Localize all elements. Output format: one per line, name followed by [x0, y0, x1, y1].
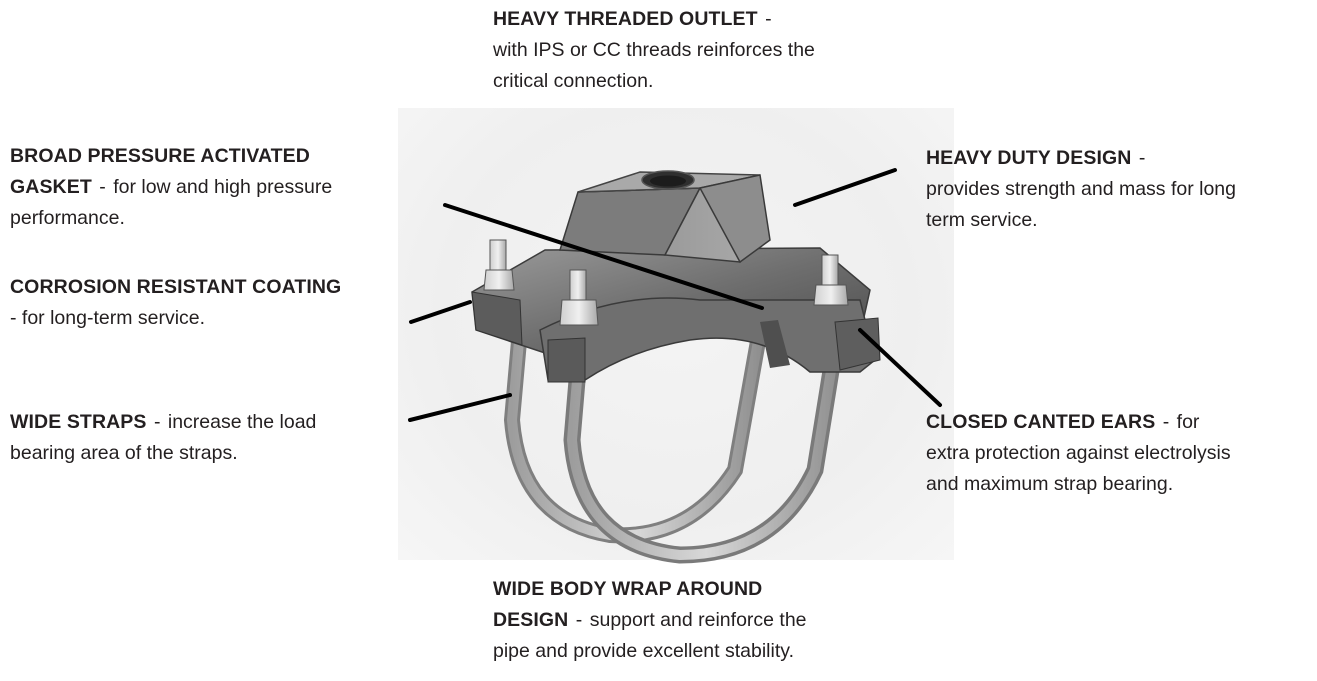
- leader-design: [793, 168, 897, 207]
- callout-separator: -: [1133, 147, 1146, 169]
- callout-text: extra protection against electrolysis: [926, 442, 1231, 464]
- callout-wide-body-wrap: WIDE BODY WRAP AROUND DESIGN - support a…: [493, 574, 923, 667]
- callout-canted-ears: CLOSED CANTED EARS - for extra protectio…: [926, 407, 1316, 500]
- callout-heading: HEAVY DUTY DESIGN: [926, 147, 1132, 169]
- threaded-outlet-boss: [558, 170, 771, 264]
- callout-text: with IPS or CC threads reinforces the: [493, 39, 815, 61]
- callout-heading: CORROSION RESISTANT COATING: [10, 276, 342, 298]
- bolt-rear-right: [813, 254, 849, 306]
- callout-separator: -: [759, 8, 772, 30]
- callout-heading: BROAD PRESSURE ACTIVATED: [10, 145, 310, 167]
- callout-separator: -: [93, 176, 112, 198]
- callout-text: for low and high pressure: [113, 176, 333, 198]
- leader-ears: [858, 328, 942, 407]
- callout-coating: CORROSION RESISTANT COATING - for long-t…: [10, 272, 470, 334]
- callout-heading: DESIGN: [493, 609, 569, 631]
- callout-heading: WIDE STRAPS: [10, 411, 147, 433]
- callout-text: provides strength and mass for long: [926, 178, 1237, 200]
- callout-text: for long-term service.: [21, 307, 206, 329]
- callout-text: support and reinforce the: [589, 609, 807, 631]
- callout-threaded-outlet: HEAVY THREADED OUTLET - with IPS or CC t…: [493, 4, 923, 97]
- callout-separator: -: [148, 411, 166, 433]
- callout-separator: -: [570, 609, 588, 631]
- callout-heading: GASKET: [10, 176, 92, 198]
- callout-text: for: [1176, 411, 1200, 433]
- callout-wide-straps: WIDE STRAPS - increase the load bearing …: [10, 407, 420, 469]
- callout-heading: HEAVY THREADED OUTLET: [493, 8, 758, 30]
- callout-text: term service.: [926, 209, 1038, 231]
- bolt-rear-left: [483, 239, 515, 291]
- callout-separator: -: [1157, 411, 1175, 433]
- callout-text: increase the load: [167, 411, 317, 433]
- saddle-body: [471, 247, 881, 383]
- callout-text: bearing area of the straps.: [10, 442, 238, 464]
- leader-straps: [408, 393, 512, 422]
- callout-heavy-duty-design: HEAVY DUTY DESIGN - provides strength an…: [926, 143, 1316, 236]
- callout-text: pipe and provide excellent stability.: [493, 640, 794, 662]
- leader-gasket: [443, 203, 764, 310]
- callout-text: critical connection.: [493, 70, 654, 92]
- callout-text: and maximum strap bearing.: [926, 473, 1174, 495]
- callout-separator: -: [10, 307, 22, 329]
- callout-text: performance.: [10, 207, 125, 229]
- callout-heading: WIDE BODY WRAP AROUND: [493, 578, 763, 600]
- callout-heading: CLOSED CANTED EARS: [926, 411, 1156, 433]
- callout-gasket: BROAD PRESSURE ACTIVATED GASKET - for lo…: [10, 141, 440, 234]
- u-strap-front: [563, 306, 849, 564]
- leader-lines: [408, 168, 942, 422]
- bolt-front-left: [559, 269, 599, 326]
- leader-coating: [409, 300, 472, 324]
